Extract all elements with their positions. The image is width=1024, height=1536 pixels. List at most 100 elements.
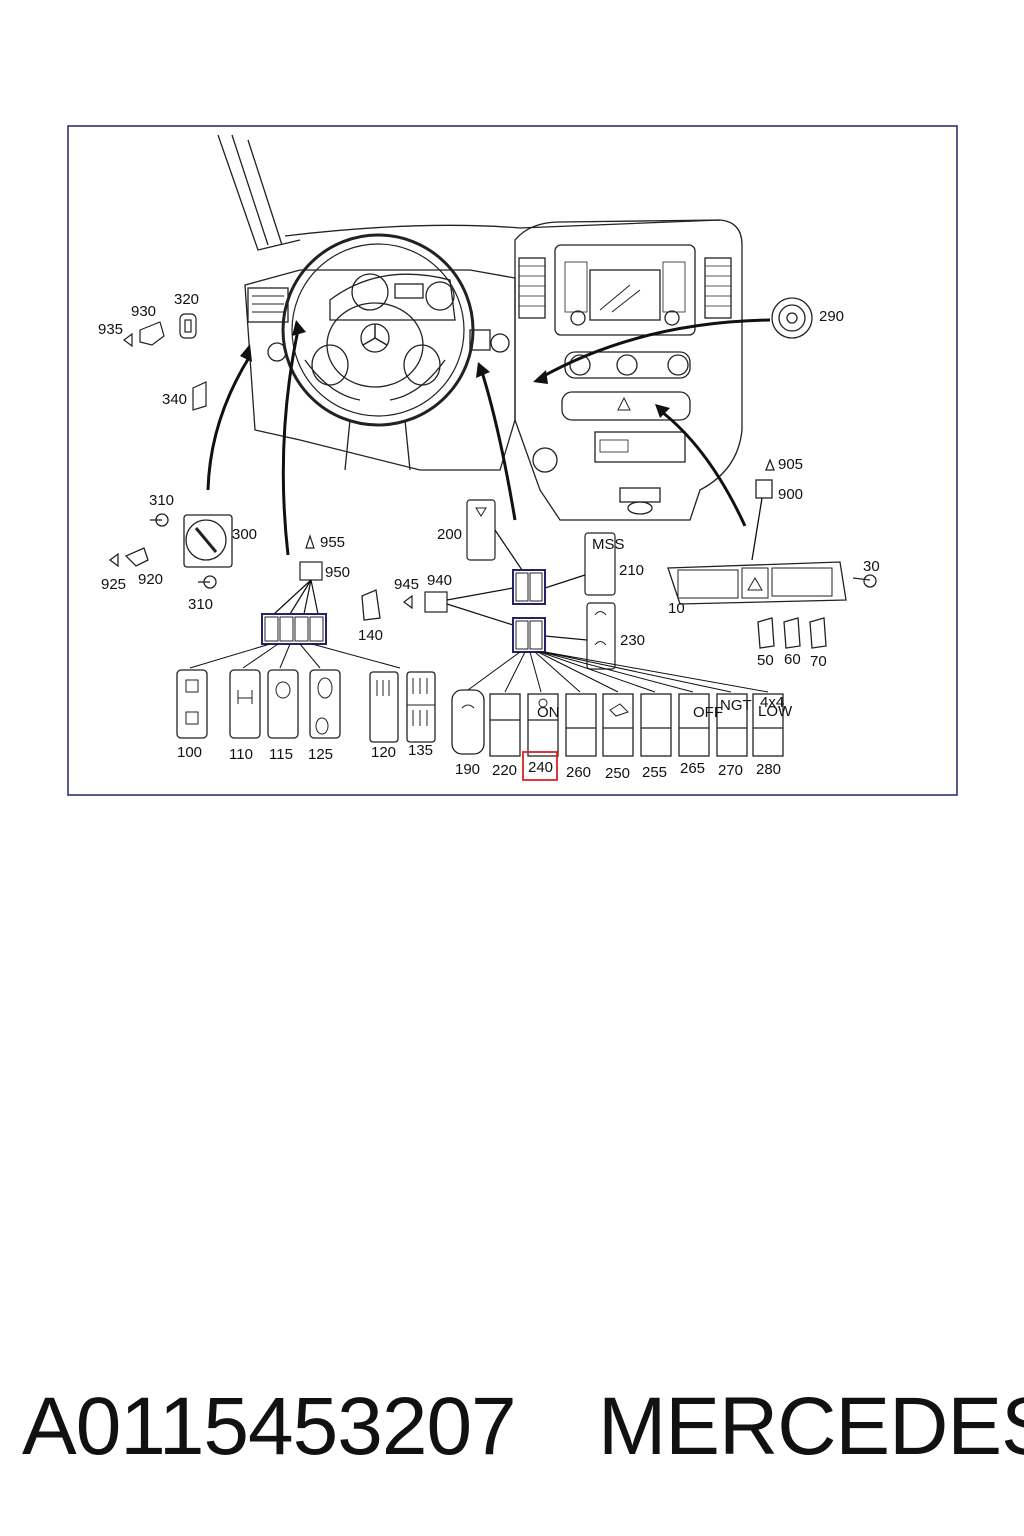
instrument-cluster xyxy=(329,273,456,321)
switch-240 xyxy=(527,693,559,757)
callout-920: 920 xyxy=(138,571,163,588)
center-console xyxy=(514,219,743,521)
switch-100 xyxy=(176,669,208,739)
switch-280-4x4: 4x4 xyxy=(760,694,784,711)
clip-935 xyxy=(123,332,133,348)
brand-name: MERCEDES xyxy=(598,1381,1024,1472)
console-vent-right xyxy=(704,257,732,319)
switch-110 xyxy=(229,669,261,739)
steering-wheel-rim xyxy=(281,233,475,427)
callout-230: 230 xyxy=(620,632,645,649)
switch-320 xyxy=(179,313,197,339)
cap-70 xyxy=(809,617,827,649)
callout-935: 935 xyxy=(98,321,123,338)
switch-panel-10 xyxy=(667,458,877,649)
clip-945 xyxy=(403,594,413,610)
callout-265: 265 xyxy=(680,760,705,777)
callout-905: 905 xyxy=(778,456,803,473)
switch-270 xyxy=(716,693,748,757)
callout-200: 200 xyxy=(437,526,462,543)
steering-hub xyxy=(326,302,424,388)
part-number: A0115453207 xyxy=(22,1381,517,1472)
console-vent-left xyxy=(518,257,546,319)
callout-30: 30 xyxy=(863,558,880,575)
switch-280 xyxy=(752,693,784,757)
arrow-to-console-10 xyxy=(661,410,747,527)
switch-270-ngt: NGT xyxy=(720,697,752,714)
callout-110: 110 xyxy=(229,746,253,763)
parts-diagram: MSS ON OFF NGT 4x4 LOW 930 320 935 340 2… xyxy=(67,125,958,796)
callout-135: 135 xyxy=(408,742,433,759)
caption: A0115453207 MERCEDES xyxy=(0,1372,1024,1482)
left-vent xyxy=(247,287,289,323)
callout-310-top: 310 xyxy=(149,492,174,509)
callout-120: 120 xyxy=(371,744,396,761)
switch-250 xyxy=(602,693,634,757)
switch-260 xyxy=(565,693,597,757)
clip-955 xyxy=(305,534,315,549)
switch-220 xyxy=(489,693,521,757)
switch-255 xyxy=(640,693,672,757)
switch-280-low: LOW xyxy=(758,703,793,720)
connector-940 xyxy=(424,591,448,613)
a-pillar xyxy=(217,134,301,251)
switch-120 xyxy=(369,671,399,743)
callout-125: 125 xyxy=(308,746,333,763)
callout-10: 10 xyxy=(668,600,685,617)
radio-unit xyxy=(554,244,696,336)
callout-115: 115 xyxy=(269,746,293,763)
callout-210: 210 xyxy=(619,562,644,579)
callout-270: 270 xyxy=(718,762,743,779)
callout-220: 220 xyxy=(492,762,517,779)
switch-240-on: ON xyxy=(537,704,560,721)
switch-frame-2b xyxy=(512,617,546,653)
rotary-knob-290 xyxy=(771,297,813,339)
callout-250: 250 xyxy=(605,765,630,782)
windscreen-edge xyxy=(284,219,721,237)
callout-925: 925 xyxy=(101,576,126,593)
switch-210-text: MSS xyxy=(592,536,625,553)
callout-140: 140 xyxy=(358,627,383,644)
callout-940: 940 xyxy=(427,572,452,589)
callout-100: 100 xyxy=(177,744,202,761)
callout-190: 190 xyxy=(455,761,480,778)
switch-135 xyxy=(406,671,436,743)
connector-950 xyxy=(299,561,323,581)
callout-950: 950 xyxy=(325,564,350,581)
switch-265 xyxy=(678,693,710,757)
callout-340: 340 xyxy=(162,391,187,408)
switch-265-off: OFF xyxy=(693,704,723,721)
callout-310-bottom: 310 xyxy=(188,596,213,613)
callout-900: 900 xyxy=(778,486,803,503)
callout-290: 290 xyxy=(819,308,844,325)
console-switch-bar xyxy=(561,391,691,421)
callout-240: 240 xyxy=(528,759,553,776)
arrow-to-console-290 xyxy=(539,318,771,380)
arrow-to-left-column xyxy=(281,329,300,556)
switch-115 xyxy=(267,669,299,739)
highlight-box-240 xyxy=(522,751,558,781)
cap-50 xyxy=(757,617,775,649)
callout-300: 300 xyxy=(232,526,257,543)
callout-955: 955 xyxy=(320,534,345,551)
connector-930 xyxy=(139,321,165,346)
switch-cap-340 xyxy=(192,381,207,411)
callout-280: 280 xyxy=(756,761,781,778)
switch-frame-2a xyxy=(512,569,546,605)
switch-230 xyxy=(586,602,616,670)
dashboard-outline xyxy=(244,269,516,471)
callout-50: 50 xyxy=(757,652,774,669)
switch-125 xyxy=(309,669,341,739)
arrow-to-left-switch xyxy=(206,355,252,491)
switch-190 xyxy=(451,689,485,755)
switch-200 xyxy=(466,499,496,561)
switch-frame-4 xyxy=(261,613,327,645)
callout-945: 945 xyxy=(394,576,419,593)
callout-930: 930 xyxy=(131,303,156,320)
cap-60 xyxy=(783,617,801,649)
callout-70: 70 xyxy=(810,653,827,670)
callout-320: 320 xyxy=(174,291,199,308)
diagram-frame xyxy=(67,125,958,796)
callout-60: 60 xyxy=(784,651,801,668)
switch-cap-140 xyxy=(361,589,381,621)
